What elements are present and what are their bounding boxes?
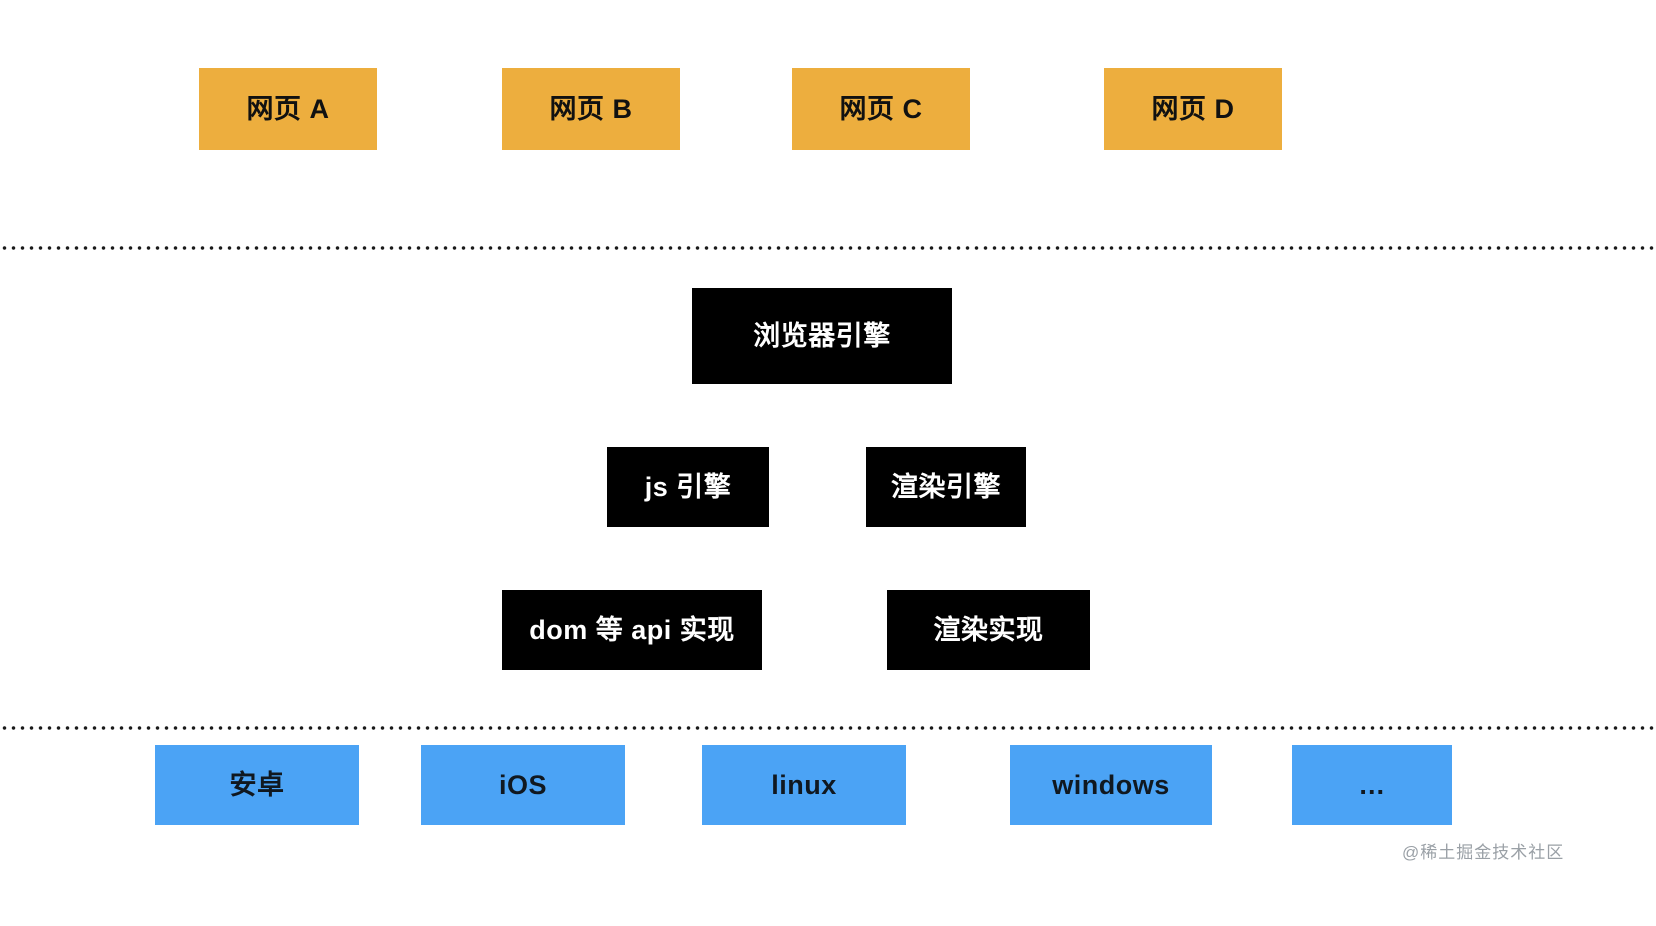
engine-box-browser-engine: 浏览器引擎	[692, 288, 952, 384]
page-box-c: 网页 C	[792, 68, 970, 150]
os-box-android: 安卓	[155, 745, 359, 825]
os-box-windows: windows	[1010, 745, 1212, 825]
page-box-a: 网页 A	[199, 68, 377, 150]
os-box-others: …	[1292, 745, 1452, 825]
engine-box-js-engine: js 引擎	[607, 447, 769, 527]
watermark: @稀土掘金技术社区	[1402, 843, 1565, 862]
os-box-linux: linux	[702, 745, 906, 825]
page-box-d: 网页 D	[1104, 68, 1282, 150]
divider-pages-engine	[0, 246, 1656, 250]
divider-engine-os	[0, 726, 1656, 730]
engine-box-render-engine: 渲染引擎	[866, 447, 1026, 527]
os-box-ios: iOS	[421, 745, 625, 825]
page-box-b: 网页 B	[502, 68, 680, 150]
engine-box-render-impl: 渲染实现	[887, 590, 1090, 670]
engine-box-dom-api-impl: dom 等 api 实现	[502, 590, 762, 670]
